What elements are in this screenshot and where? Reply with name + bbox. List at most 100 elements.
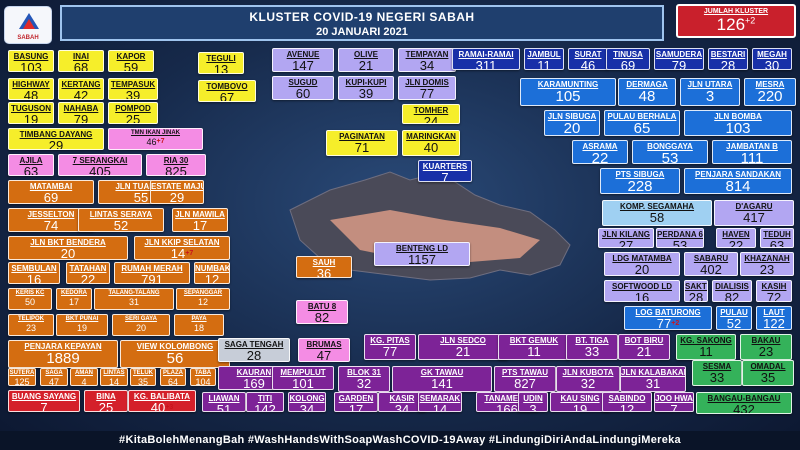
cluster-count: 28 (246, 348, 262, 362)
cluster-count: 7 (670, 402, 678, 412)
cluster-count: 103 (20, 60, 42, 72)
total-label: JUMLAH KLUSTER (703, 8, 769, 15)
cluster-count: 34 (419, 58, 435, 72)
cluster-count: 47 (316, 348, 332, 362)
cluster-name: TIMBANG DAYANG (19, 130, 93, 139)
cluster-name: KASIH (761, 282, 787, 291)
cluster-count: 52 (113, 218, 129, 232)
cluster-count: 111 (740, 150, 764, 164)
cluster-name: TEGULI (206, 54, 236, 63)
cluster-name: BKT GEMUK (509, 336, 559, 345)
cluster-name: SUGUD (288, 78, 318, 87)
cluster-name: JESSELTON (27, 210, 75, 219)
cluster-count: 29 (48, 138, 64, 150)
cluster-name: SABARU (693, 254, 729, 263)
cluster-count: 63 (769, 238, 785, 248)
cluster-name: JAMBUL (527, 50, 561, 59)
cluster-count: 147 (292, 58, 314, 72)
cluster-count: 12 (204, 272, 220, 284)
cluster-name: KAURAN (236, 368, 272, 377)
cluster-name: LINTAS (103, 370, 125, 376)
cluster-count: 141 (431, 376, 453, 391)
cluster-count: 82 (724, 290, 740, 302)
cluster-count: 50 (24, 297, 35, 307)
cluster-count: 31 (128, 297, 139, 307)
cluster-name: BAKAU (751, 336, 781, 345)
cluster-name: TALANG-TALANG (108, 290, 160, 296)
cluster-count: 63 (23, 164, 39, 176)
cluster-name: TITI (257, 394, 273, 403)
cluster-count: 68 (73, 60, 89, 72)
cluster-name: MARINGKAN (406, 132, 456, 141)
cluster-name: BATU 8 (307, 302, 337, 311)
cluster-name: LIAWAN (208, 394, 240, 403)
cluster-count: 20 (60, 246, 76, 260)
cluster-count: 20 (634, 262, 650, 276)
cluster-name: LINTAS SERAYA (89, 210, 153, 219)
cluster-name: SOFTWOOD LD (612, 282, 672, 291)
cluster-count: 14+7 (170, 246, 194, 260)
cluster-count: 4 (81, 377, 87, 386)
cluster-name: KAU SING (560, 394, 600, 403)
cluster-count: 64 (167, 377, 178, 386)
cluster-name: SAUH (312, 258, 336, 267)
cluster-count: 311 (475, 58, 497, 70)
cluster-name: TANAMERA (484, 394, 530, 403)
cluster-count: 104 (195, 377, 211, 386)
cluster-name: LOG BATURONG (635, 308, 701, 317)
cluster-count: 69 (43, 190, 59, 204)
cluster-count: 20 (563, 120, 581, 136)
cluster-count: 42 (73, 88, 89, 100)
cluster-name: PTS SIBUGA (615, 170, 665, 179)
cluster-count: 3 (705, 88, 715, 105)
cluster-name: TEDUH (763, 230, 791, 239)
cluster-count: 35 (137, 377, 148, 386)
cluster-name: BUANG SAYANG (11, 392, 77, 401)
footer-hashtags: #KitaBolehMenangBah #WashHandsWithSoapWa… (0, 431, 800, 450)
cluster-name: JOO HWA (655, 394, 693, 403)
cluster-name: BLOK 31 (347, 368, 381, 377)
cluster-count: 125 (14, 377, 30, 386)
cluster-count: 82 (314, 310, 330, 324)
cluster-count: 23 (759, 262, 775, 276)
cluster-name: RIA 30 (163, 156, 189, 165)
cluster-name: JLN KKIP SELATAN (144, 238, 220, 247)
cluster-count: 23 (758, 344, 774, 359)
cluster-count: 20 (135, 323, 146, 333)
cluster-name: MEGAH (757, 50, 787, 59)
cluster-name: JLN UTARA (687, 80, 733, 89)
cluster-count: 77+2 (656, 316, 680, 330)
cluster-count: 48 (23, 88, 39, 100)
cluster-count: 11 (699, 344, 713, 359)
cluster-name: TINUSA (613, 50, 643, 59)
cluster-name: BANGAU-BANGAU (707, 394, 781, 403)
cluster-count: 33 (584, 344, 600, 359)
cluster-count: 47 (48, 377, 59, 386)
